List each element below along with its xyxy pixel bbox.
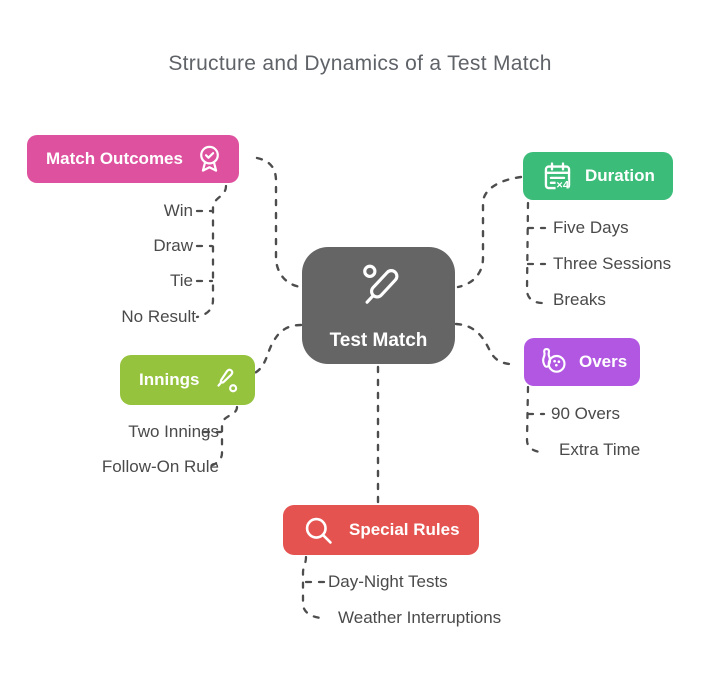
branch-node-special-rules: Special Rules — [283, 505, 479, 555]
branch-label-innings: Innings — [139, 370, 200, 389]
child-label-no-result: No Result — [121, 307, 196, 326]
child-label-five-days: Five Days — [553, 218, 629, 237]
branch-label-overs: Overs — [579, 352, 628, 371]
child-label-day-night-tests: Day-Night Tests — [328, 572, 448, 591]
child-label-weather-interruptions: Weather Interruptions — [338, 608, 502, 627]
child-label-draw: Draw — [153, 236, 193, 255]
branch-node-innings: Innings — [120, 355, 256, 405]
magnifier-icon — [302, 514, 335, 547]
branch-node-overs: Overs — [524, 338, 641, 386]
branch-node-duration: ×4 Duration — [523, 152, 673, 200]
child-label-extra-time: Extra Time — [559, 440, 641, 459]
svg-text:×4: ×4 — [556, 179, 569, 191]
branch-label-duration: Duration — [585, 166, 655, 185]
calendar-x4-icon: ×4 — [541, 160, 574, 193]
child-label-three-sessions: Three Sessions — [553, 254, 672, 273]
child-label-tie: Tie — [170, 271, 193, 290]
center-node-label: Test Match — [329, 330, 428, 351]
branch-label-special-rules: Special Rules — [349, 520, 460, 539]
branch-node-match-outcomes: Match Outcomes — [27, 135, 239, 183]
child-label-follow-on-rule: Follow-On Rule — [101, 457, 219, 476]
award-medal-icon — [194, 144, 225, 175]
child-label-breaks: Breaks — [553, 290, 606, 309]
cricket-bat-ball-icon — [350, 259, 408, 322]
child-label-win: Win — [163, 201, 193, 220]
center-node-test-match: Test Match — [302, 247, 455, 364]
diagram-title: Structure and Dynamics of a Test Match — [168, 52, 552, 75]
branch-label-match-outcomes: Match Outcomes — [46, 149, 183, 168]
child-label-90-overs: 90 Overs — [551, 404, 620, 423]
bowling-pin-ball-icon — [537, 346, 569, 378]
baseball-bat-ball-icon — [210, 365, 241, 396]
child-label-two-innings: Two Innings — [128, 422, 219, 441]
